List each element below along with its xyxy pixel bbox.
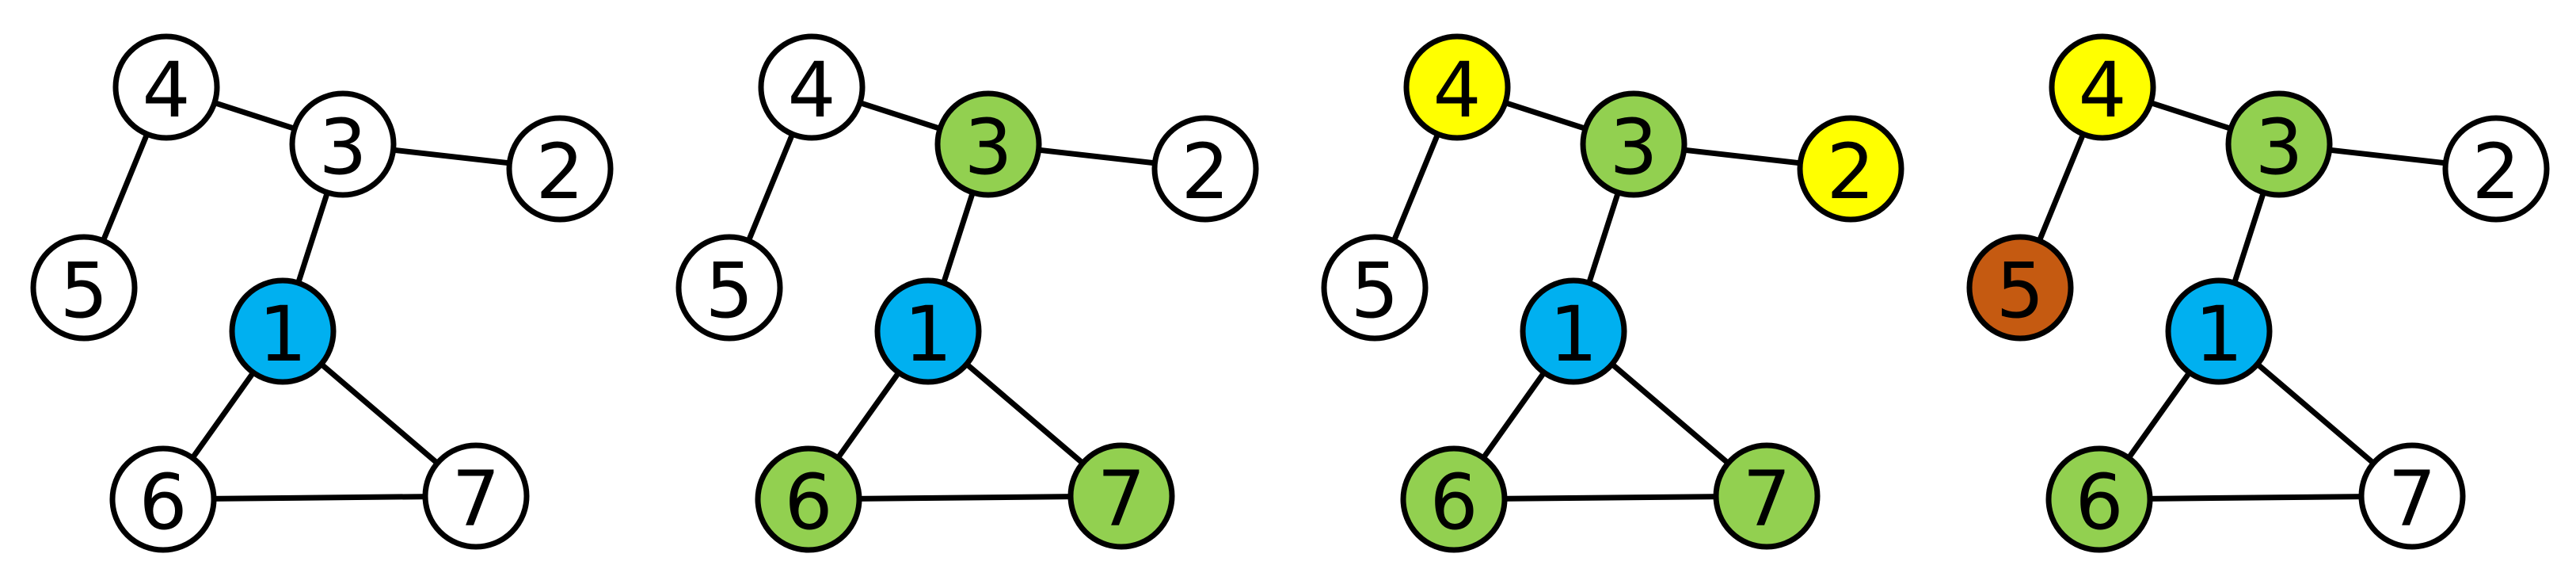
node-5: 5 xyxy=(1966,234,2074,342)
node-circle xyxy=(2049,33,2156,141)
node-label: 2 xyxy=(1181,128,1229,216)
node-label: 3 xyxy=(318,103,367,192)
node-circle xyxy=(2442,115,2550,223)
node-label: 5 xyxy=(59,246,108,335)
node-circle xyxy=(2225,90,2333,198)
node-2: 2 xyxy=(1151,115,1259,223)
node-circle xyxy=(229,277,337,385)
panel-1: 1 2 3 4 5 6 7 xyxy=(30,33,614,553)
node-label: 1 xyxy=(1549,290,1597,379)
node-circle xyxy=(1403,33,1511,141)
node-2: 2 xyxy=(2442,115,2550,223)
node-7: 7 xyxy=(1067,442,1175,550)
node-circle xyxy=(1321,234,1429,342)
node-circle xyxy=(30,234,138,342)
node-circle xyxy=(1400,445,1508,553)
node-label: 6 xyxy=(784,458,832,547)
node-label: 6 xyxy=(1429,458,1478,547)
node-4: 4 xyxy=(2049,33,2156,141)
node-label: 4 xyxy=(142,46,190,135)
node-1: 1 xyxy=(1520,277,1627,385)
node-circle xyxy=(2045,445,2153,553)
node-label: 1 xyxy=(2194,290,2243,379)
node-6: 6 xyxy=(755,445,862,553)
node-label: 6 xyxy=(2075,458,2123,547)
node-label: 5 xyxy=(1350,246,1398,335)
node-5: 5 xyxy=(675,234,783,342)
node-circle xyxy=(1580,90,1688,198)
node-label: 3 xyxy=(964,103,1012,192)
node-6: 6 xyxy=(1400,445,1508,553)
node-1: 1 xyxy=(229,277,337,385)
node-label: 7 xyxy=(1097,455,1145,544)
node-3: 3 xyxy=(289,90,397,198)
node-6: 6 xyxy=(2045,445,2153,553)
node-circle xyxy=(1067,442,1175,550)
node-6: 6 xyxy=(109,445,217,553)
node-label: 4 xyxy=(2078,46,2126,135)
node-circle xyxy=(755,445,862,553)
node-circle xyxy=(675,234,783,342)
node-circle xyxy=(934,90,1042,198)
node-circle xyxy=(506,115,614,223)
node-label: 5 xyxy=(1996,246,2044,335)
node-2: 2 xyxy=(506,115,614,223)
node-label: 5 xyxy=(705,246,753,335)
node-label: 4 xyxy=(787,46,835,135)
node-3: 3 xyxy=(934,90,1042,198)
node-circle xyxy=(2165,277,2273,385)
node-circle xyxy=(1966,234,2074,342)
node-7: 7 xyxy=(1713,442,1821,550)
node-label: 2 xyxy=(2471,128,2520,216)
node-label: 6 xyxy=(139,458,187,547)
node-circle xyxy=(112,33,220,141)
panel-3: 1 2 3 4 5 6 7 xyxy=(1321,33,1904,553)
node-circle xyxy=(289,90,397,198)
node-7: 7 xyxy=(422,442,530,550)
node-circle xyxy=(109,445,217,553)
node-circle xyxy=(2358,442,2466,550)
node-circle xyxy=(1797,115,1904,223)
node-3: 3 xyxy=(1580,90,1688,198)
node-7: 7 xyxy=(2358,442,2466,550)
node-4: 4 xyxy=(112,33,220,141)
node-label: 7 xyxy=(2388,455,2436,544)
node-label: 4 xyxy=(1433,46,1481,135)
node-5: 5 xyxy=(1321,234,1429,342)
node-label: 2 xyxy=(535,128,584,216)
node-label: 2 xyxy=(1826,128,1874,216)
node-label: 3 xyxy=(2254,103,2303,192)
node-2: 2 xyxy=(1797,115,1904,223)
node-3: 3 xyxy=(2225,90,2333,198)
node-5: 5 xyxy=(30,234,138,342)
node-label: 1 xyxy=(904,290,952,379)
node-label: 7 xyxy=(1742,455,1790,544)
node-label: 7 xyxy=(451,455,500,544)
node-1: 1 xyxy=(2165,277,2273,385)
node-circle xyxy=(874,277,982,385)
node-circle xyxy=(1713,442,1821,550)
node-circle xyxy=(758,33,866,141)
node-4: 4 xyxy=(758,33,866,141)
node-1: 1 xyxy=(874,277,982,385)
node-label: 3 xyxy=(1609,103,1657,192)
node-circle xyxy=(1520,277,1627,385)
node-circle xyxy=(422,442,530,550)
node-label: 1 xyxy=(258,290,306,379)
node-circle xyxy=(1151,115,1259,223)
panel-2: 1 2 3 4 5 6 7 xyxy=(675,33,1259,553)
panel-4: 1 2 3 4 5 6 7 xyxy=(1966,33,2550,553)
node-4: 4 xyxy=(1403,33,1511,141)
